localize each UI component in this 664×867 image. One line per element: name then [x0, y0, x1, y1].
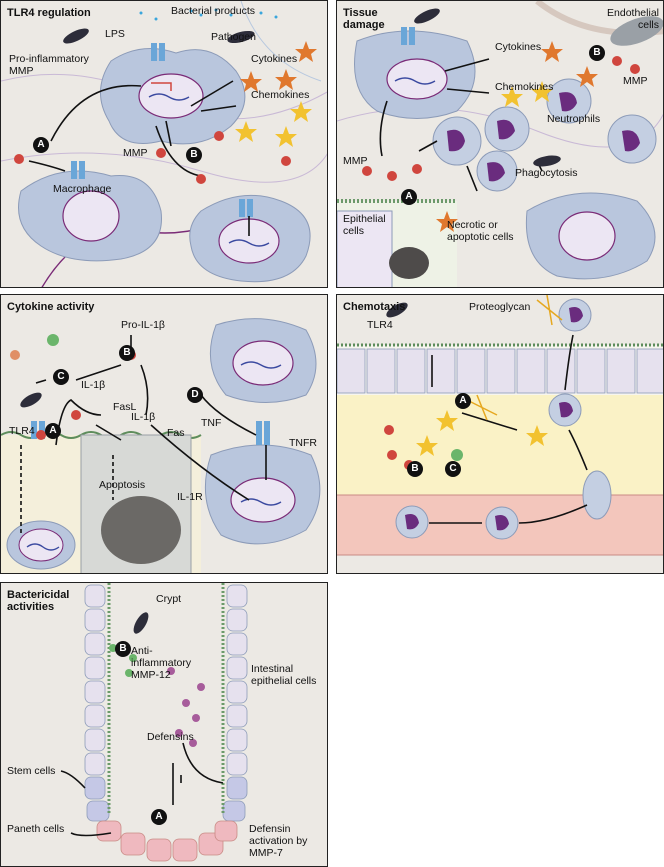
panel-chemotaxis: Chemotaxis TLR4 Proteoglycan A B C — [336, 294, 664, 574]
label-phagocytosis: Phagocytosis — [515, 167, 578, 179]
chemotaxis-illustration — [337, 295, 663, 556]
label-mmp: MMP — [123, 147, 148, 159]
label-crypt: Crypt — [156, 593, 182, 605]
badge-a: A — [401, 189, 417, 205]
badge-a: A — [151, 809, 167, 825]
badge-b: B — [186, 147, 202, 163]
panel-title: Bactericidal activities — [7, 589, 70, 613]
label-endothelial-cells: Endothelial cells — [607, 7, 659, 31]
crypt-illustration — [60, 583, 248, 862]
panel-bactericidal: Bactericidal activities Crypt Anti-infla… — [0, 582, 328, 867]
label-tlr4: TLR4 — [9, 425, 35, 437]
badge-a: A — [33, 137, 49, 153]
label-mmp-left: MMP — [343, 155, 368, 167]
label-defensins: Defensins — [147, 731, 194, 743]
label-intestinal: Intestinal epithelial cells — [251, 663, 317, 687]
badge-c: C — [53, 369, 69, 385]
label-tnfr: TNFR — [289, 437, 317, 449]
panel-title: Cytokine activity — [7, 301, 95, 313]
label-defensin-activation: Defensin activation by MMP-7 — [249, 823, 308, 859]
label-il1b-mid: IL-1β — [131, 411, 156, 423]
label-mmp-right: MMP — [623, 75, 648, 87]
tlr4-illustration — [1, 1, 327, 287]
label-pro-inflammatory-mmp: Pro-inflammatory MMP — [9, 53, 89, 77]
label-pathogen: Pathogen — [211, 31, 256, 43]
panel-title: Tissue damage — [343, 7, 385, 31]
label-bacterial-products: Bacterial products — [171, 5, 256, 17]
label-pro-il1b: Pro-IL-1β — [121, 319, 165, 331]
label-tlr4: TLR4 — [367, 319, 393, 331]
label-stem-cells: Stem cells — [7, 765, 56, 777]
cytokine-illustration — [1, 318, 321, 573]
label-chemokines: Chemokines — [495, 81, 554, 93]
label-chemokines: Chemokines — [251, 89, 310, 101]
label-anti-inflammatory: Anti-inflammatory MMP-12 — [131, 645, 192, 681]
badge-b: B — [115, 641, 131, 657]
label-lps: LPS — [105, 28, 125, 40]
label-il1r: IL-1R — [177, 491, 203, 503]
label-tnf: TNF — [201, 417, 222, 429]
badge-a: A — [45, 423, 61, 439]
tlr4-receptor-icon — [151, 43, 157, 61]
label-cytokines: Cytokines — [495, 41, 542, 53]
label-neutrophils: Neutrophils — [547, 113, 601, 125]
badge-c: C — [445, 461, 461, 477]
label-proteoglycan: Proteoglycan — [469, 301, 531, 313]
label-il1b-left: IL-1β — [81, 379, 106, 391]
badge-b: B — [119, 345, 135, 361]
label-apoptosis: Apoptosis — [99, 479, 146, 491]
badge-b: B — [589, 45, 605, 61]
panel-tlr4-regulation: TLR4 regulation LPS Bacterial products P… — [0, 0, 328, 288]
badge-a: A — [455, 393, 471, 409]
bacteria-icon — [63, 28, 89, 44]
label-cytokines: Cytokines — [251, 53, 298, 65]
label-fasl: FasL — [113, 401, 137, 413]
label-fas: Fas — [167, 427, 185, 439]
label-macrophage: Macrophage — [53, 183, 112, 195]
panel-cytokine-activity: Cytokine activity Pro-IL-1β IL-1β IL-1β … — [0, 294, 328, 574]
label-epithelial-cells: Epithelial cells — [343, 213, 386, 237]
label-paneth-cells: Paneth cells — [7, 823, 65, 835]
panel-title: TLR4 regulation — [7, 7, 91, 19]
panel-title: Chemotaxis — [343, 301, 406, 313]
tissue-damage-illustration — [337, 1, 663, 287]
panel-tissue-damage: Tissue damage Endothelial cells Cytokine… — [336, 0, 664, 288]
badge-d: D — [187, 387, 203, 403]
badge-b: B — [407, 461, 423, 477]
label-necrotic: Necrotic or apoptotic cells — [447, 219, 514, 243]
